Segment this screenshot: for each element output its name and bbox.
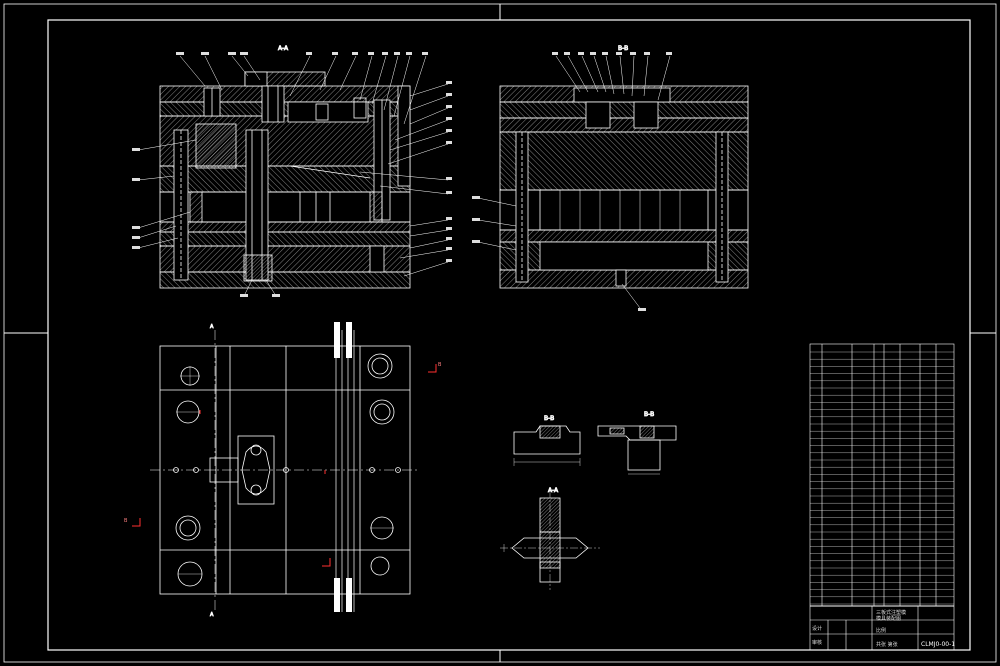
drawing-name-line1: 三板式注塑模 [876,609,906,616]
detail-b-title: B-B [644,411,654,418]
part-detail-1: B-B [513,415,581,466]
plan-view: A A [150,322,420,618]
cut-markers: B B [124,362,442,567]
label-scale: 比例 [876,627,886,634]
title-block-text: 三板式注塑模 模具装配图 设计 审核 比例 共张 第张 CLMJ0-00-1 [812,609,955,648]
part-detail-2: B-B [597,411,677,475]
front-section-view: A-A [132,45,452,297]
parts-list-table [809,343,955,651]
drawing-number: CLMJ0-00-1 [921,641,955,648]
label-check: 审核 [812,639,822,646]
detail-c-title: A-A [548,487,559,494]
drawing-border [3,3,997,663]
label-design: 设计 [812,625,822,632]
svg-text:A: A [210,324,214,330]
front-section-title: A-A [278,45,289,52]
drawing-name-line2: 模具装配图 [876,615,901,622]
svg-text:A: A [210,612,214,618]
part-detail-3: A-A [500,487,600,590]
detail-a-title: B-B [544,415,554,422]
side-section-view: B-B [472,45,749,311]
side-section-title: B-B [618,45,628,52]
label-sheet: 共张 第张 [876,641,898,648]
cut-marker-b-right: B [438,362,442,368]
cut-marker-b-left: B [124,518,128,524]
